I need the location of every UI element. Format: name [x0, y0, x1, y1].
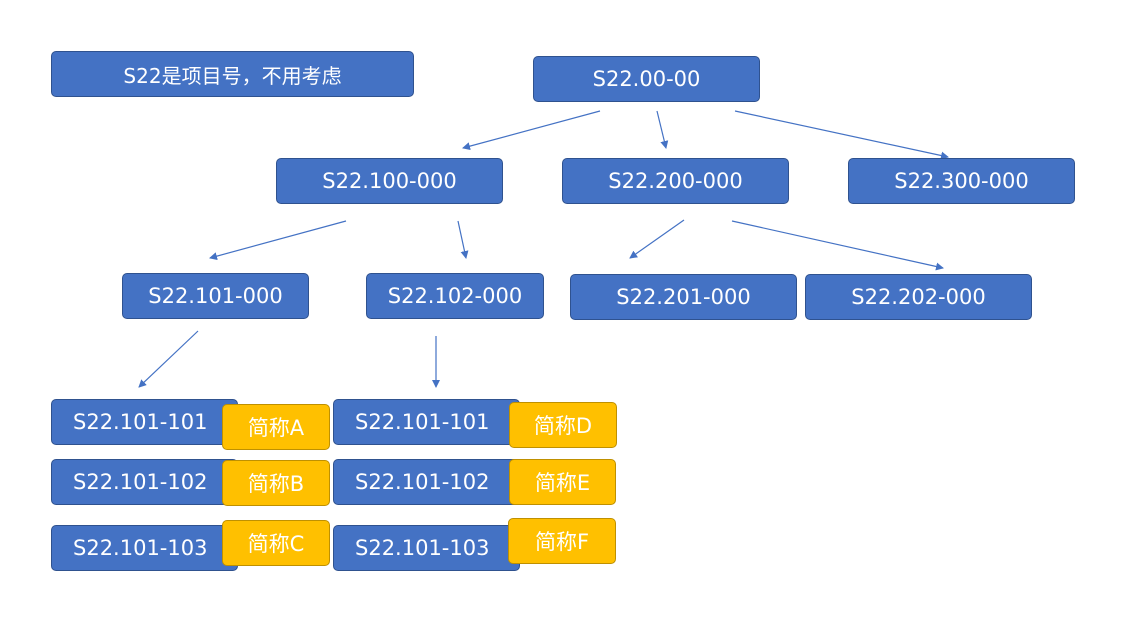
- node-s22-100: S22.100-000: [276, 158, 503, 204]
- arrow-200-to-201: [629, 219, 685, 259]
- abbr-tag: 简称A: [222, 404, 330, 450]
- abbr-tag: 简称C: [222, 520, 330, 566]
- arrow-root-to-100: [462, 110, 601, 151]
- node-s22-101: S22.101-000: [122, 273, 309, 319]
- leaf-node: S22.101-101: [333, 399, 520, 445]
- node-s22-102: S22.102-000: [366, 273, 544, 319]
- leaf-node: S22.101-102: [333, 459, 520, 505]
- abbr-tag: 简称D: [509, 402, 617, 448]
- arrow-100-to-101: [209, 220, 347, 261]
- abbr-tag: 简称E: [509, 459, 616, 505]
- leaf-node: S22.101-103: [51, 525, 238, 571]
- node-s22-200: S22.200-000: [562, 158, 789, 204]
- project-note-box: S22是项目号，不用考虑: [51, 51, 414, 97]
- abbr-tag: 简称B: [222, 460, 330, 506]
- leaf-node: S22.101-101: [51, 399, 238, 445]
- arrow-100-to-102: [457, 220, 469, 259]
- arrow-101-to-leaves: [138, 330, 199, 388]
- arrow-200-to-202: [731, 220, 944, 271]
- node-s22-201: S22.201-000: [570, 274, 797, 320]
- node-s22-300: S22.300-000: [848, 158, 1075, 204]
- abbr-tag: 简称F: [508, 518, 616, 564]
- node-root: S22.00-00: [533, 56, 760, 102]
- leaf-node: S22.101-102: [51, 459, 238, 505]
- leaf-node: S22.101-103: [333, 525, 520, 571]
- node-s22-202: S22.202-000: [805, 274, 1032, 320]
- arrow-root-to-300: [734, 110, 949, 160]
- arrow-root-to-200: [656, 110, 669, 149]
